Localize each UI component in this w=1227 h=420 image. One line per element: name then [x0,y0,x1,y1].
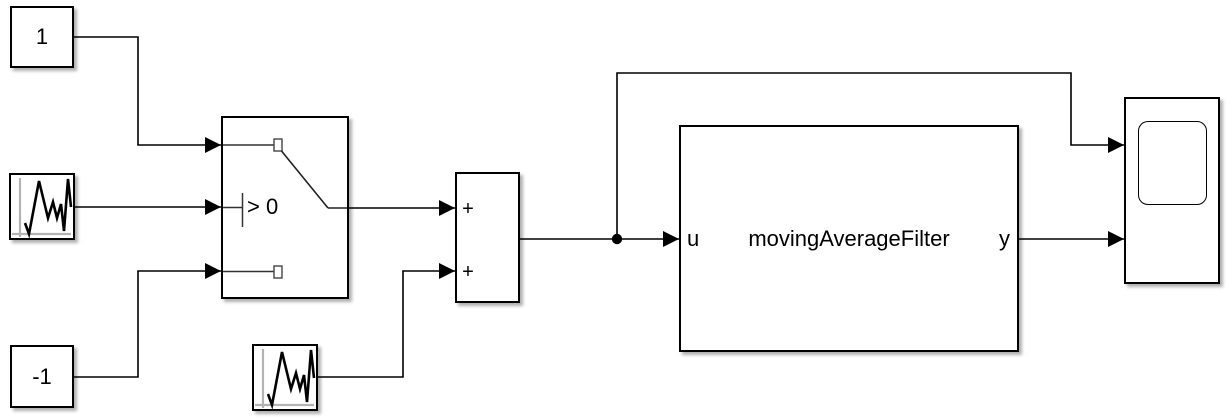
constant-block-minus-one[interactable]: -1 [10,345,74,408]
wire-arrowhead-icon [663,231,679,247]
signal-editor-block-top[interactable] [9,173,75,240]
wire-arrowhead-icon [439,263,455,279]
wire-arrowhead-icon [205,263,221,279]
wire-arrowhead-icon [1108,137,1124,153]
scope-block[interactable] [1124,97,1220,284]
waveform-icon [12,178,73,238]
subsystem-output-port-label: y [999,225,1010,251]
wire-sum-to-subsystem-u[interactable] [520,231,679,247]
wire-signal-editor-top-to-switch-in2[interactable] [75,199,221,215]
wire-subsystem-y-to-scope-in2[interactable] [1019,231,1124,247]
subsystem-name-label: movingAverageFilter [748,225,950,251]
switch-block[interactable]: > 0 [221,116,349,299]
branch-point-dot [611,233,623,245]
wire-arrowhead-icon [205,137,221,153]
sum-plus-sign-top: + [462,198,474,220]
scope-screen-icon [1138,121,1207,205]
waveform-icon [255,349,316,409]
wire-constant-one-to-switch-in1[interactable] [74,36,221,153]
constant-block-one[interactable]: 1 [10,6,74,68]
wire-arrowhead-icon [439,200,455,216]
constant-minus-one-label: -1 [32,363,52,389]
wire-arrowhead-icon [205,199,221,215]
sum-plus-sign-bottom: + [462,261,474,283]
subsystem-input-port-label: u [687,225,700,251]
wire-arrowhead-icon [1108,231,1124,247]
sum-block[interactable]: + + [455,172,520,303]
constant-one-label: 1 [35,24,49,49]
wire-switch-to-sum-in1[interactable] [349,200,455,216]
switch-icon [223,138,347,279]
wire-constant-minus-one-to-switch-in3[interactable] [74,263,221,378]
signal-editor-block-bottom[interactable] [252,344,318,411]
subsystem-block-moving-average-filter[interactable]: movingAverageFilter u y [679,125,1019,352]
switch-threshold-label: > 0 [247,194,279,219]
